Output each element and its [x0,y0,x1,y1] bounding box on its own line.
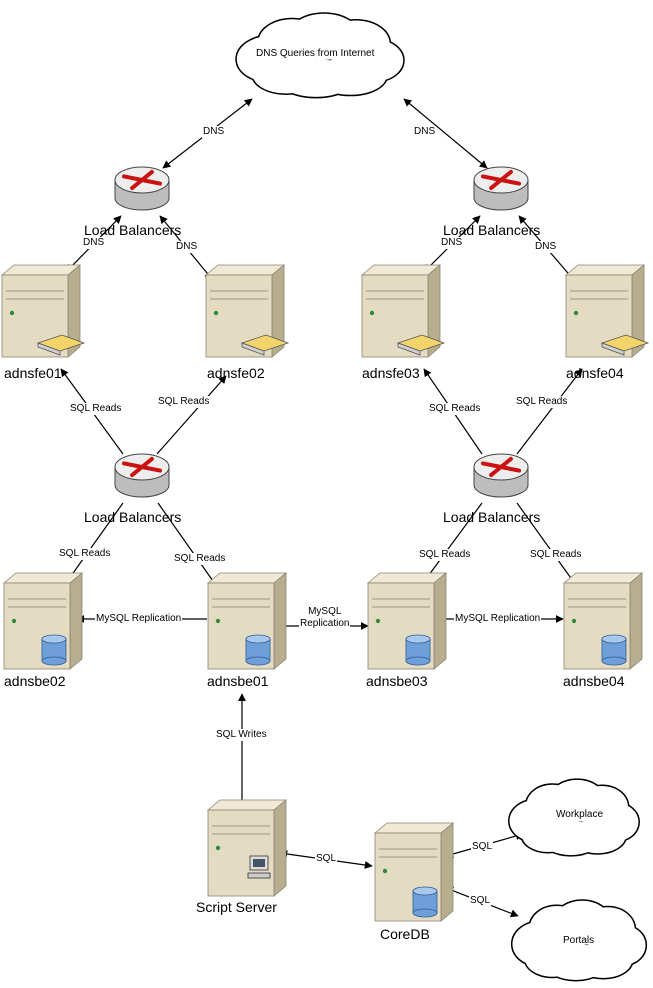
edge-lbbe-be01 [157,502,221,592]
edge-lbbe-be03 [422,502,483,584]
lb-fe-left-icon [114,166,170,211]
edge-label-sql-script-core: SQL [315,853,338,865]
server-label-adnsfe03: adnsfe03 [362,365,420,381]
server-icon-adnsbe02 [2,572,84,670]
server-label-adnsfe04: adnsfe04 [566,365,624,381]
server-icon-adnsbe03 [366,572,448,670]
edge-label-sqlreads-be01: SQL Reads [173,553,227,565]
edge-label-dns-fe02: DNS [175,241,199,253]
server-label-adnsbe01: adnsbe01 [207,673,269,689]
cloud-internet [235,12,405,99]
server-label-script-server: Script Server [196,899,277,915]
server-icon-adnsfe01 [0,264,86,358]
edge-label-repl-be03: MySQL Replication [299,606,351,630]
edge-label-dns-fe04: DNS [534,241,558,253]
edge-label-repl-be04: MySQL Replication [454,613,542,625]
server-label-adnsfe01: adnsfe01 [4,365,62,381]
cloud-portals [510,899,648,982]
edge-label-sqlreads-fe04: SQL Reads [515,396,569,408]
server-label-adnsfe02: adnsfe02 [207,365,265,381]
lb-be-left-icon [114,453,170,498]
edge-fe04-lbbe [516,368,583,455]
edge-lbbe-be02 [65,502,124,584]
cloud-label-portals: Portals [563,935,595,946]
edge-lbbe-be04 [516,502,579,589]
lb-label-fe-right: Load Balancers [443,222,541,238]
lb-fe-right-icon [473,166,529,211]
server-icon-coredb [373,822,455,922]
server-icon-adnsfe03 [360,264,446,358]
cloud-label-internet: DNS Queries from Internet [256,48,375,59]
edge-label-sqlreads-be03: SQL Reads [418,549,472,561]
edge-label-sql-workplace: SQL [471,841,494,853]
edge-label-dns-fe01: DNS [82,237,106,249]
lb-label-fe-left: Load Balancers [84,222,182,238]
cloud-workplace [508,778,640,857]
edge-label-sqlreads-be02: SQL Reads [58,548,112,560]
edge-label-dns-internet-right: DNS [413,126,437,138]
edge-internet-lb-right [403,98,488,169]
edge-fe02-lbbe [156,375,227,455]
edge-label-dns-internet-left: DNS [202,126,226,138]
lb-label-be-left: Load Balancers [84,509,182,525]
cloud-label-workplace: Workplace [556,809,604,820]
server-label-coredb: CoreDB [380,926,430,942]
server-icon-adnsfe04 [564,264,650,358]
edge-label-dns-fe03: DNS [440,237,464,249]
edge-label-sqlreads-fe01: SQL Reads [69,403,123,415]
edge-label-sqlreads-be04: SQL Reads [529,549,583,561]
edge-label-sql-writes: SQL Writes [215,729,268,741]
edge-label-sqlreads-fe03: SQL Reads [428,403,482,415]
server-label-adnsbe03: adnsbe03 [366,673,428,689]
server-label-adnsbe02: adnsbe02 [4,673,66,689]
lb-label-be-right: Load Balancers [443,509,541,525]
server-icon-adnsbe04 [562,572,644,670]
server-label-adnsbe04: adnsbe04 [563,673,625,689]
edge-label-sqlreads-fe02: SQL Reads [157,396,211,408]
edge-label-sql-portals: SQL [469,895,492,907]
edge-label-repl-be02: MySQL Replication [95,613,183,625]
server-icon-adnsbe01 [206,572,288,670]
lb-be-right-icon [473,453,529,498]
server-icon-script-server [206,799,288,897]
server-icon-adnsfe02 [204,264,290,358]
